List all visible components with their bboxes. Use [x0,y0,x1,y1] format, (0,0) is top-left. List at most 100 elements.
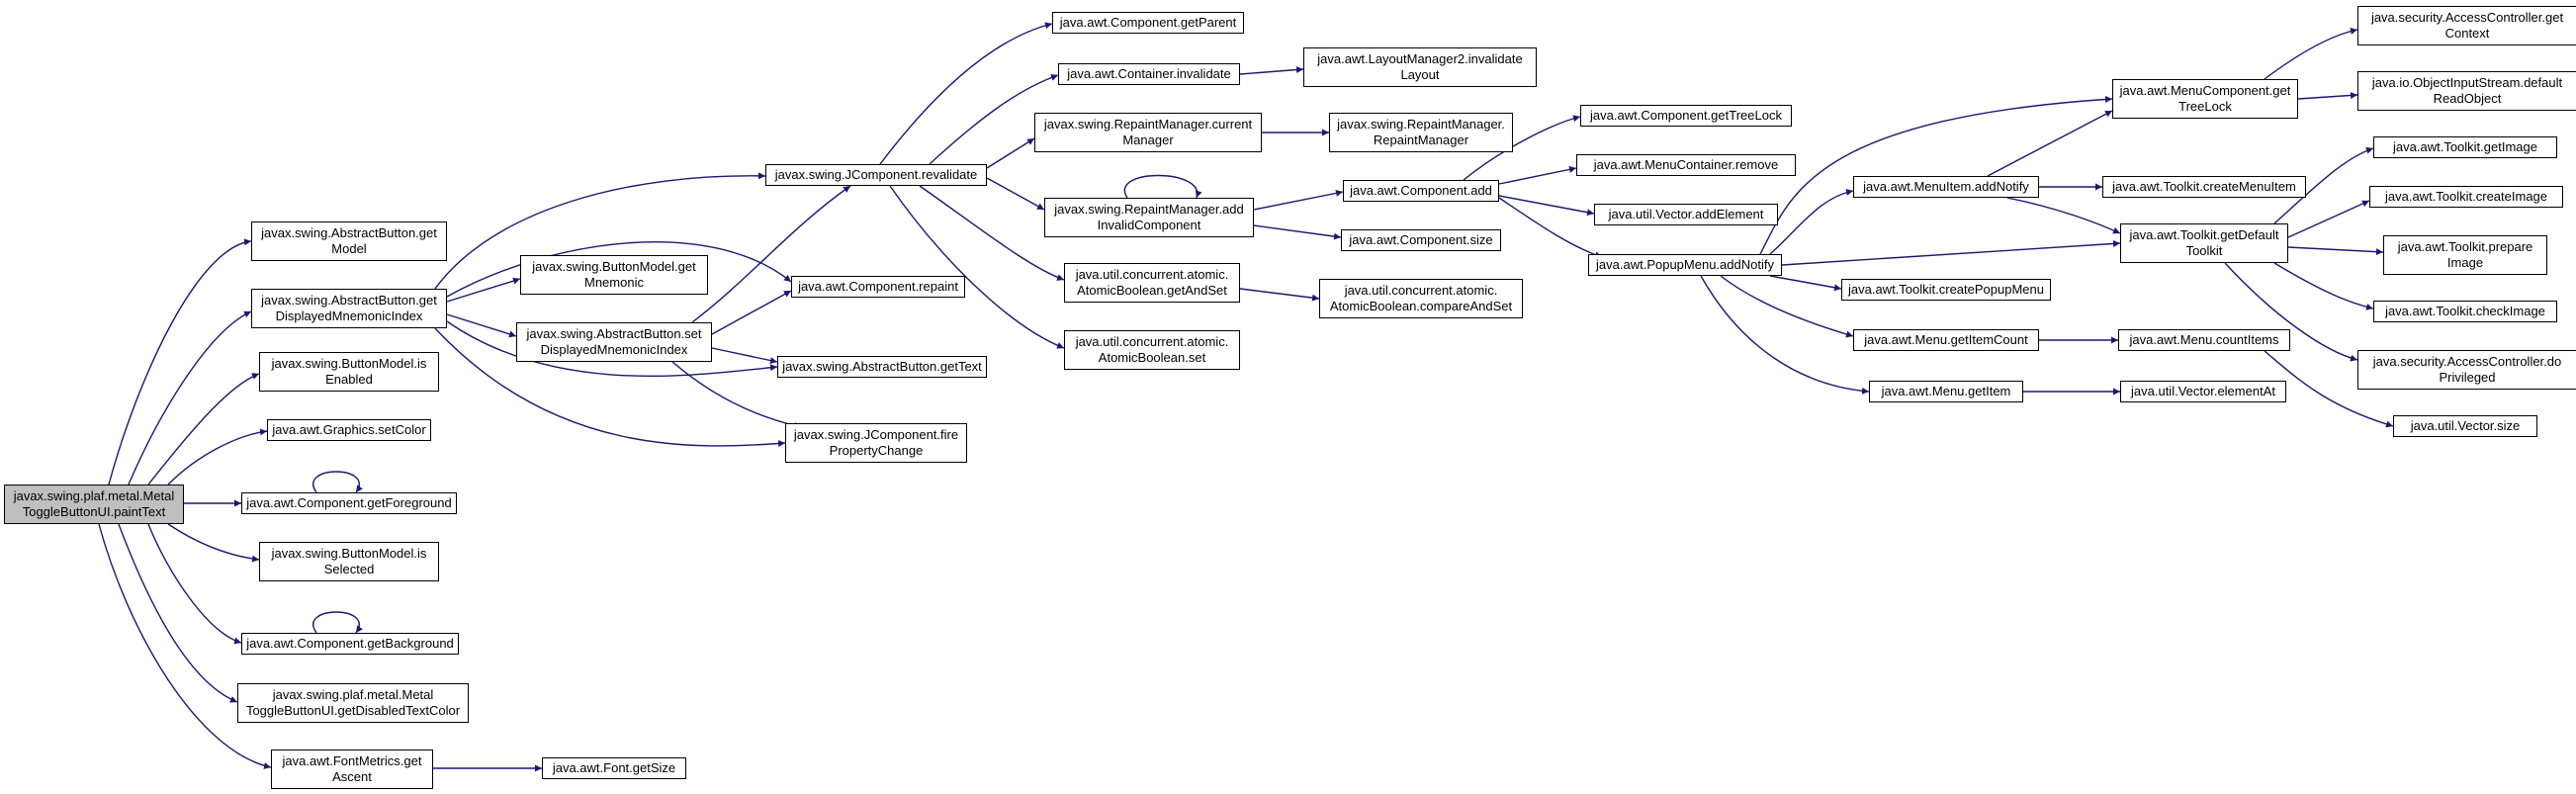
node-atomic-getAndSet[interactable]: java.util.concurrent.atomic.AtomicBoolea… [1064,263,1240,303]
node-font-getSize[interactable]: java.awt.Font.getSize [542,757,686,779]
call-edge [434,172,766,290]
call-edge [1239,288,1320,302]
call-edge [986,137,1035,169]
call-edge [1239,66,1304,75]
call-edge [434,327,786,448]
self-call-edge [312,611,363,634]
call-edge [446,277,521,303]
call-edge [1781,239,2121,266]
node-atomic-set[interactable]: java.util.concurrent.atomic.AtomicBoolea… [1064,330,1240,370]
node-component-getParent[interactable]: java.awt.Component.getParent [1052,12,1244,34]
node-toolkit-createPopupMenu[interactable]: java.awt.Toolkit.createPopupMenu [1841,279,2051,301]
call-edge [929,74,1059,165]
node-menu-countItems[interactable]: java.awt.Menu.countItems [2118,329,2290,351]
node-component-getTreeLock[interactable]: java.awt.Component.getTreeLock [1580,105,1792,127]
node-component-getForeground[interactable]: java.awt.Component.getForeground [241,492,457,514]
call-edge [446,241,792,298]
call-edge [1769,275,1842,292]
node-ab-getText[interactable]: javax.swing.AbstractButton.getText [777,356,987,378]
call-edge [2273,146,2374,224]
call-edge [167,523,260,563]
node-atomic-compareAndSet[interactable]: java.util.concurrent.atomic.AtomicBoolea… [1319,279,1523,318]
node-toolkit-getImage[interactable]: java.awt.Toolkit.getImage [2373,136,2557,158]
call-edge [1498,195,1595,217]
call-edge [1498,165,1577,185]
node-component-add[interactable]: java.awt.Component.add [1343,180,1499,202]
call-edge [108,238,252,485]
call-edge [446,313,517,338]
node-toolkit-createImage[interactable]: java.awt.Toolkit.createImage [2369,186,2563,208]
node-menu-getItem[interactable]: java.awt.Menu.getItem [1869,381,2023,402]
call-edge [2006,197,2121,234]
node-popupmenu-addNotify[interactable]: java.awt.PopupMenu.addNotify [1588,254,1782,276]
node-menuitem-addNotify[interactable]: java.awt.MenuItem.addNotify [1853,176,2039,198]
call-edge [2287,200,2370,238]
call-edge [98,523,272,769]
node-rm-repaintManager[interactable]: javax.swing.RepaintManager.RepaintManage… [1329,113,1513,152]
call-edge [711,347,778,364]
call-edge [1987,110,2113,177]
node-toolkit-createMenuItem[interactable]: java.awt.Toolkit.createMenuItem [2102,176,2306,198]
call-edge [711,290,792,335]
node-graphics-setColor[interactable]: java.awt.Graphics.setColor [267,419,431,441]
node-menu-getItemCount[interactable]: java.awt.Menu.getItemCount [1853,329,2039,351]
call-edge [446,320,778,378]
call-edge [147,373,260,485]
call-edge [691,185,851,323]
call-edge [147,523,242,645]
call-edge [1253,224,1342,240]
node-toolkit-checkImage[interactable]: java.awt.Toolkit.checkImage [2373,301,2557,322]
call-edge [2224,262,2358,362]
call-edge [986,177,1045,211]
call-edge [1123,174,1202,199]
call-edge [118,523,238,703]
call-edge [2287,246,2384,256]
node-component-getBackground[interactable]: java.awt.Component.getBackground [241,633,459,655]
node-menucontainer-remove[interactable]: java.awt.MenuContainer.remove [1576,154,1796,176]
node-vector-size[interactable]: java.util.Vector.size [2393,415,2537,437]
self-call-edge [312,471,363,493]
call-edge [1759,95,2113,255]
node-container-invalidate[interactable]: java.awt.Container.invalidate [1058,63,1240,85]
call-edge [1498,197,1603,259]
call-edge [1769,188,1854,255]
node-component-size[interactable]: java.awt.Component.size [1341,229,1501,251]
call-edge [1253,189,1344,211]
call-edge [2297,91,2358,100]
call-edge [167,428,268,485]
call-edge [671,361,802,429]
call-edge [919,185,1065,281]
node-vector-addElement[interactable]: java.util.Vector.addElement [1594,204,1778,225]
call-edge [889,185,1065,349]
node-jc-revalidate[interactable]: javax.swing.JComponent.revalidate [765,164,987,186]
call-edge [1700,275,1870,395]
node-component-repaint[interactable]: java.awt.Component.repaint [791,276,965,298]
call-edge [2264,350,2394,428]
call-edge [1720,275,1854,338]
call-edge [879,22,1053,165]
node-vector-elementAt[interactable]: java.util.Vector.elementAt [2120,381,2286,402]
call-edge [2273,262,2374,310]
call-edge [128,310,252,485]
